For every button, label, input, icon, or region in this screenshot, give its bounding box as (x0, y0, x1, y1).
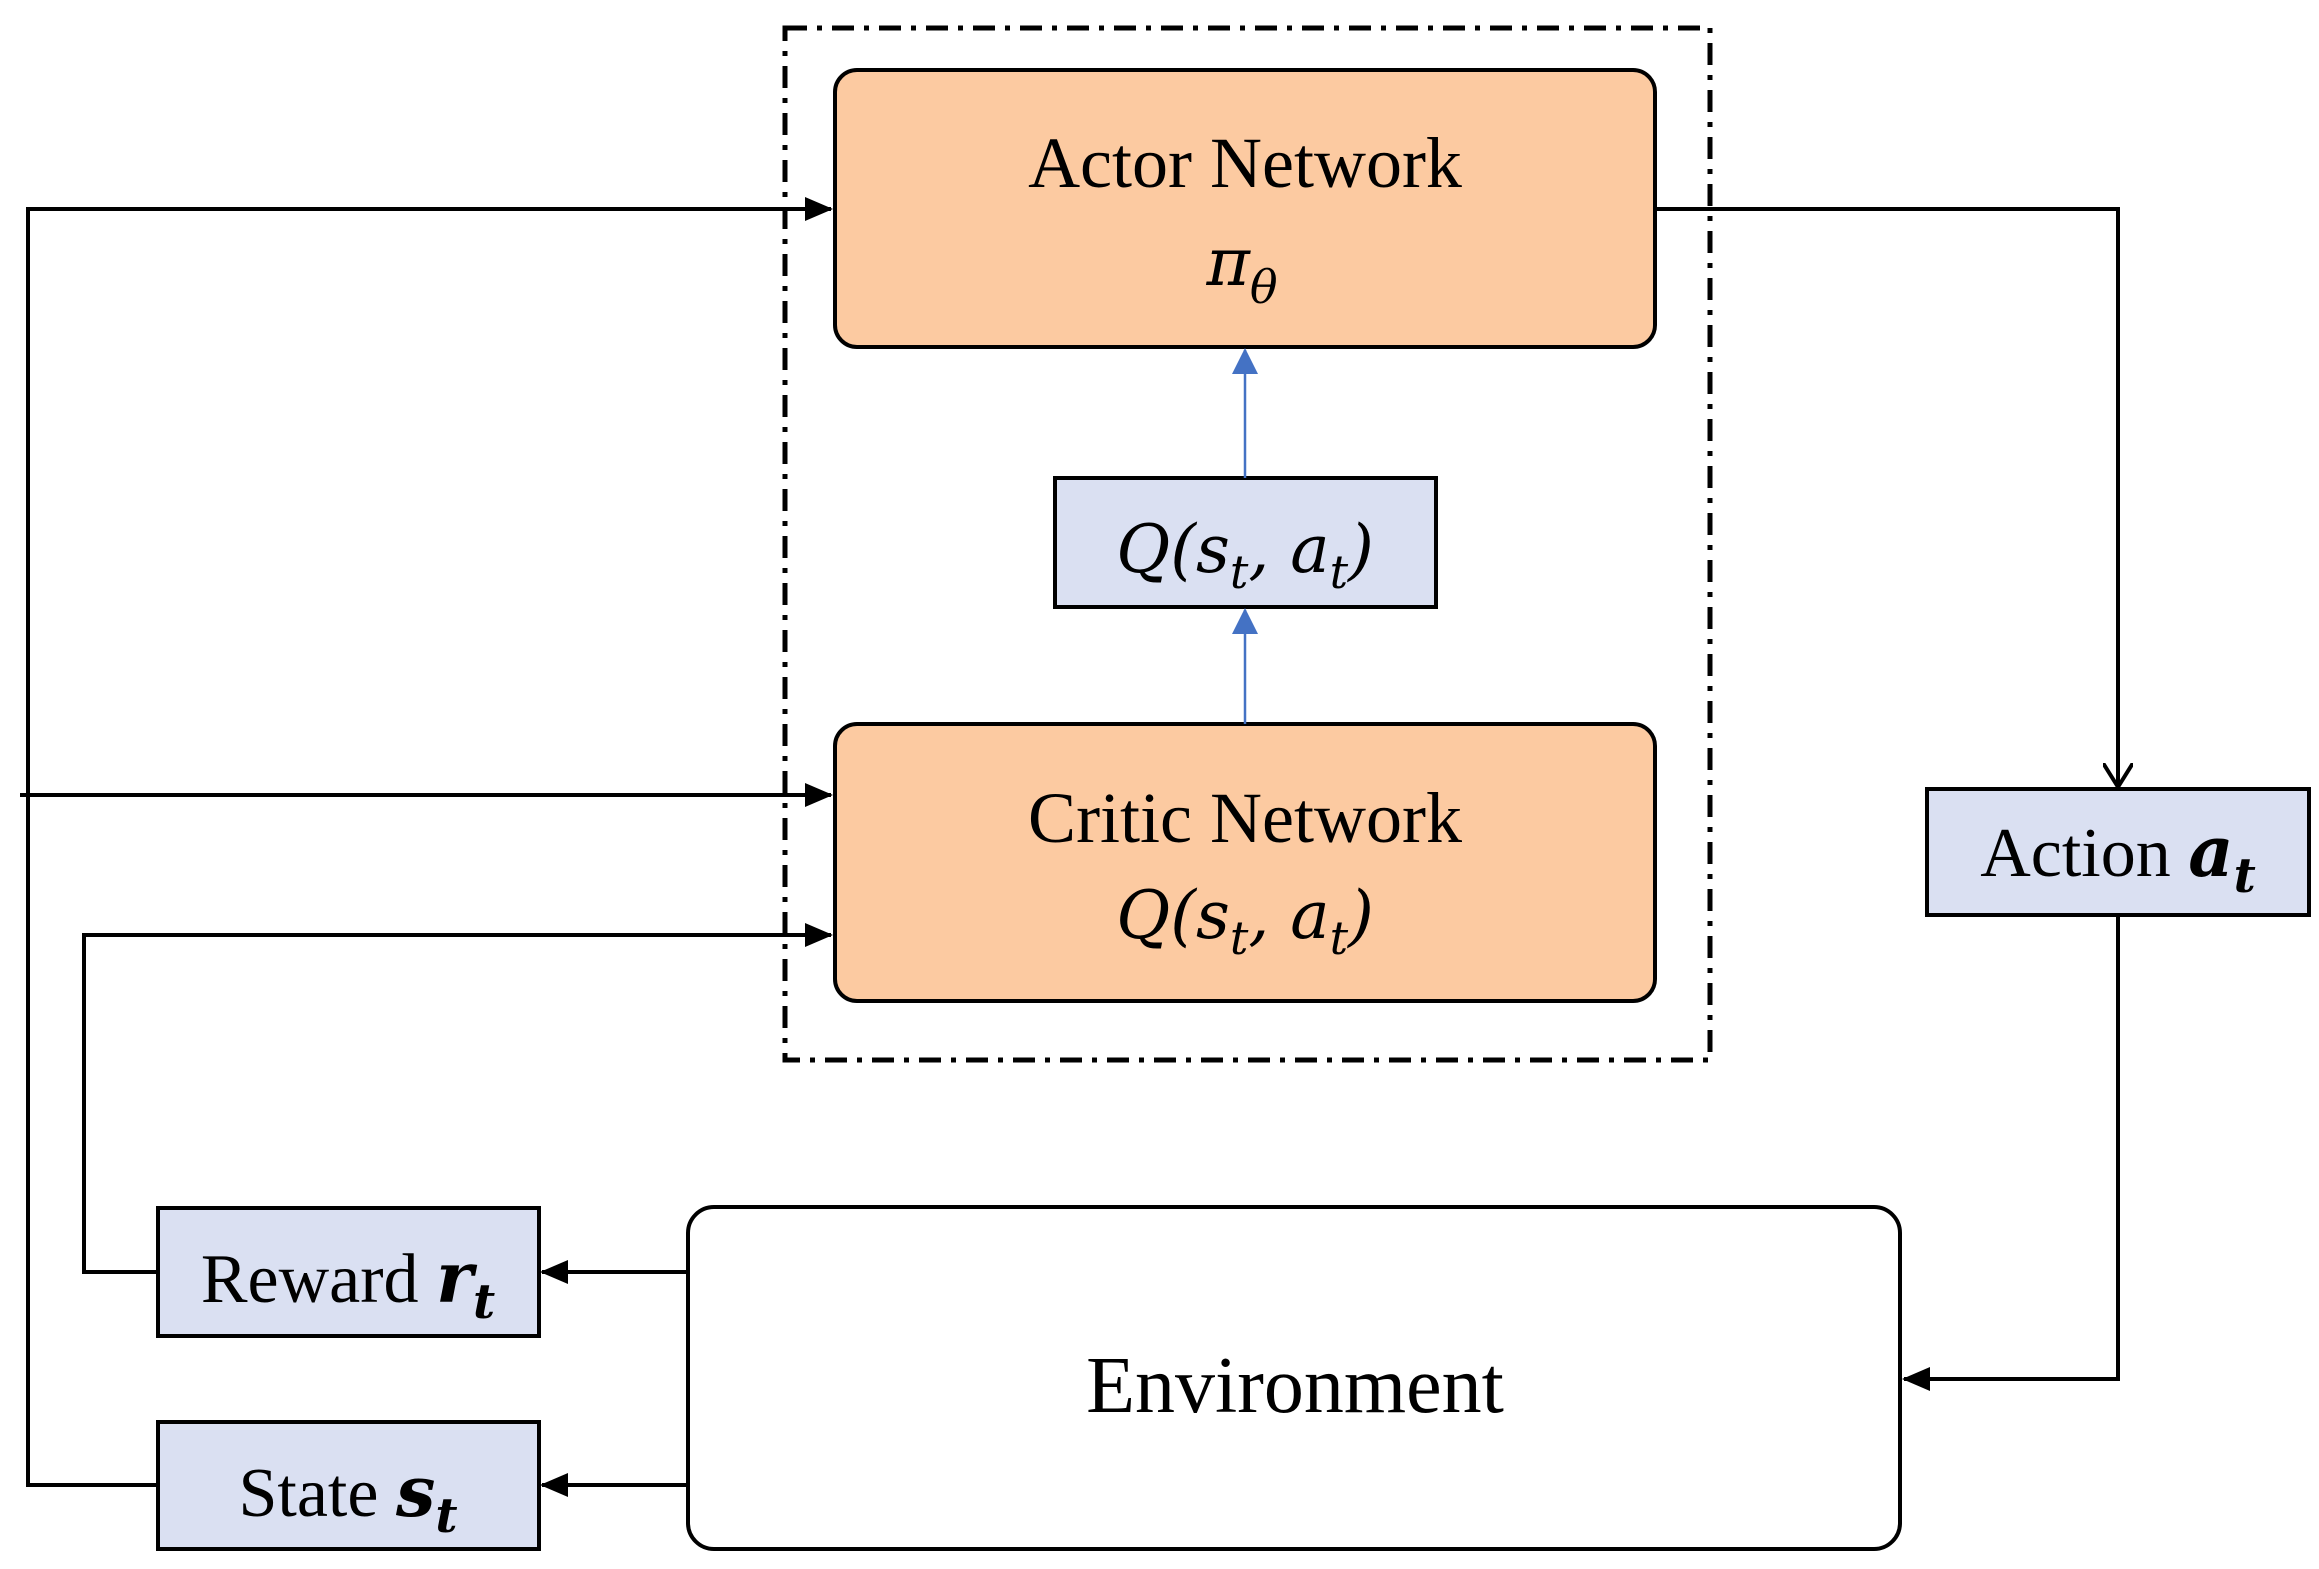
reward-to-critic-arrow (82, 923, 833, 1274)
critic-q-text: Q(st, at) (1116, 877, 1374, 965)
action-box[interactable]: Action at (1925, 787, 2311, 917)
environment-box[interactable]: Environment (686, 1205, 1902, 1551)
critic-network-title: Critic Network (1028, 778, 1462, 858)
actor-network-box[interactable]: Actor Network πθ (833, 68, 1657, 349)
state-to-actor-arrow (26, 197, 833, 1487)
action-to-environment-arrow (1902, 915, 2120, 1391)
agent-boundary (782, 25, 1713, 1063)
environment-rect (686, 1205, 1902, 1551)
reward-text: Reward rt (201, 1236, 495, 1330)
action-text: Action at (1980, 810, 2256, 904)
critic-network-box[interactable]: Critic Network Q(st, at) (833, 722, 1657, 1003)
state-text: State st (238, 1450, 457, 1544)
q-value-box[interactable]: Q(st, at) (1053, 476, 1438, 609)
actor-network-rect (833, 68, 1657, 349)
reward-box[interactable]: Reward rt (156, 1206, 541, 1338)
reward-rect (156, 1206, 541, 1338)
state-box[interactable]: State st (156, 1420, 541, 1551)
actor-policy-symbol: πθ (1205, 224, 1277, 314)
actor-network-title: Actor Network (1028, 123, 1462, 203)
actor-to-action-arrow (1655, 207, 2118, 785)
environment-label: Environment (1086, 1342, 1504, 1430)
q-value-text: Q(st, at) (1116, 511, 1374, 599)
state-rect (156, 1420, 541, 1551)
